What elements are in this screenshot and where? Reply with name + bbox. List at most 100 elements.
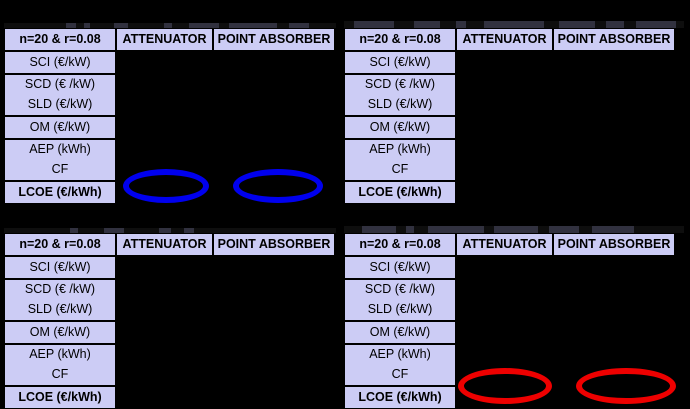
table-row: SLD (€/kW): [4, 300, 335, 321]
cell-sci-point-absorber: [553, 51, 675, 74]
header-attenuator: ATTENUATOR: [116, 28, 213, 51]
cell-cf-point-absorber: [213, 160, 335, 181]
cell-sld-attenuator: [116, 300, 213, 321]
cost-table-top-right: n=20 & r=0.08 ATTENUATOR POINT ABSORBER …: [344, 28, 675, 204]
table-row: SCI (€/kW): [4, 51, 335, 74]
row-label-scd: SCD (€ /kW): [4, 279, 116, 300]
cell-om-attenuator: [116, 116, 213, 139]
row-label-cf: CF: [344, 365, 456, 386]
row-label-lcoe: LCOE (€/kWh): [344, 181, 456, 204]
row-label-sci: SCI (€/kW): [4, 256, 116, 279]
row-label-om: OM (€/kW): [344, 321, 456, 344]
header-attenuator: ATTENUATOR: [456, 233, 553, 256]
header-parameters: n=20 & r=0.08: [4, 28, 116, 51]
cell-sci-point-absorber: [213, 51, 335, 74]
row-label-scd: SCD (€ /kW): [4, 74, 116, 95]
row-label-scd: SCD (€ /kW): [344, 279, 456, 300]
cell-sld-point-absorber: [553, 95, 675, 116]
cell-aep-attenuator: [116, 344, 213, 365]
table-row: LCOE (€/kWh): [4, 181, 335, 204]
row-label-lcoe: LCOE (€/kWh): [344, 386, 456, 409]
cell-aep-point-absorber: [553, 344, 675, 365]
table-row: SLD (€/kW): [344, 95, 675, 116]
table-row: SCD (€ /kW): [4, 74, 335, 95]
cell-cf-attenuator: [456, 365, 553, 386]
cell-cf-point-absorber: [213, 365, 335, 386]
cell-sld-attenuator: [456, 300, 553, 321]
row-label-cf: CF: [4, 160, 116, 181]
cell-aep-point-absorber: [553, 139, 675, 160]
cell-lcoe-point-absorber: [213, 181, 335, 204]
cell-aep-point-absorber: [213, 344, 335, 365]
table-row: CF: [4, 160, 335, 181]
panel-top-right: n=20 & r=0.08 ATTENUATOR POINT ABSORBER …: [344, 21, 684, 204]
row-label-sld: SLD (€/kW): [344, 300, 456, 321]
row-label-cf: CF: [344, 160, 456, 181]
cost-table-bottom-left: n=20 & r=0.08 ATTENUATOR POINT ABSORBER …: [4, 233, 335, 409]
row-label-sld: SLD (€/kW): [4, 95, 116, 116]
cell-lcoe-attenuator: [116, 181, 213, 204]
header-point-absorber: POINT ABSORBER: [213, 28, 335, 51]
table-header-row: n=20 & r=0.08 ATTENUATOR POINT ABSORBER: [344, 233, 675, 256]
table-row: OM (€/kW): [344, 321, 675, 344]
header-point-absorber: POINT ABSORBER: [553, 233, 675, 256]
redacted-strip-top-right: [344, 21, 684, 28]
row-label-om: OM (€/kW): [344, 116, 456, 139]
cell-cf-point-absorber: [553, 365, 675, 386]
table-row: AEP (kWh): [344, 344, 675, 365]
cell-sld-point-absorber: [213, 300, 335, 321]
cell-om-point-absorber: [553, 116, 675, 139]
cell-om-point-absorber: [213, 116, 335, 139]
cell-om-point-absorber: [213, 321, 335, 344]
cost-table-top-left: n=20 & r=0.08 ATTENUATOR POINT ABSORBER …: [4, 28, 335, 204]
cell-sci-attenuator: [116, 51, 213, 74]
table-row: SCI (€/kW): [344, 51, 675, 74]
row-label-sld: SLD (€/kW): [4, 300, 116, 321]
table-row: AEP (kWh): [344, 139, 675, 160]
table-row: SCI (€/kW): [344, 256, 675, 279]
header-point-absorber: POINT ABSORBER: [213, 233, 335, 256]
panel-bottom-left: n=20 & r=0.08 ATTENUATOR POINT ABSORBER …: [4, 228, 336, 409]
row-label-aep: AEP (kWh): [4, 344, 116, 365]
cost-table-bottom-right: n=20 & r=0.08 ATTENUATOR POINT ABSORBER …: [344, 233, 675, 409]
row-label-aep: AEP (kWh): [4, 139, 116, 160]
redacted-strip-top-left: [4, 23, 336, 28]
row-label-sld: SLD (€/kW): [344, 95, 456, 116]
table-row: AEP (kWh): [4, 139, 335, 160]
redacted-strip-bottom-left: [4, 228, 336, 233]
cell-aep-point-absorber: [213, 139, 335, 160]
cell-aep-attenuator: [456, 139, 553, 160]
cell-scd-attenuator: [456, 74, 553, 95]
table-row: OM (€/kW): [344, 116, 675, 139]
cell-scd-attenuator: [456, 279, 553, 300]
table-header-row: n=20 & r=0.08 ATTENUATOR POINT ABSORBER: [344, 28, 675, 51]
cell-sci-point-absorber: [553, 256, 675, 279]
cell-scd-point-absorber: [553, 74, 675, 95]
table-row: SLD (€/kW): [344, 300, 675, 321]
cell-sld-point-absorber: [213, 95, 335, 116]
table-row: SCD (€ /kW): [344, 74, 675, 95]
table-row: CF: [4, 365, 335, 386]
row-label-aep: AEP (kWh): [344, 139, 456, 160]
cell-scd-point-absorber: [213, 74, 335, 95]
table-row: LCOE (€/kWh): [344, 386, 675, 409]
cell-om-point-absorber: [553, 321, 675, 344]
cell-aep-attenuator: [456, 344, 553, 365]
panel-top-left: n=20 & r=0.08 ATTENUATOR POINT ABSORBER …: [4, 23, 336, 204]
table-row: SCD (€ /kW): [344, 279, 675, 300]
table-row: SCI (€/kW): [4, 256, 335, 279]
cell-scd-point-absorber: [213, 279, 335, 300]
header-parameters: n=20 & r=0.08: [344, 233, 456, 256]
cell-sci-attenuator: [456, 256, 553, 279]
cell-sci-point-absorber: [213, 256, 335, 279]
cell-om-attenuator: [456, 116, 553, 139]
row-label-om: OM (€/kW): [4, 116, 116, 139]
cell-sld-attenuator: [456, 95, 553, 116]
cell-sld-attenuator: [116, 95, 213, 116]
cell-sld-point-absorber: [553, 300, 675, 321]
cell-om-attenuator: [116, 321, 213, 344]
cell-cf-attenuator: [456, 160, 553, 181]
header-parameters: n=20 & r=0.08: [4, 233, 116, 256]
table-row: OM (€/kW): [4, 321, 335, 344]
cell-cf-attenuator: [116, 160, 213, 181]
